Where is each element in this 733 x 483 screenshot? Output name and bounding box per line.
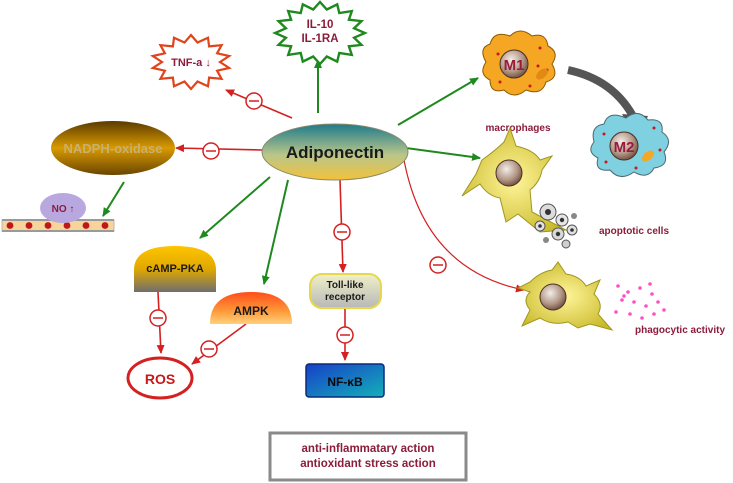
arrow-to-camp	[199, 176, 271, 239]
toll-like-receptor-node	[309, 273, 382, 309]
endothelium	[1, 219, 115, 232]
nfkb-label: NF-κB	[327, 375, 363, 389]
particle-dot	[628, 312, 632, 316]
il-starburst	[272, 0, 368, 66]
il1ra-label: IL-1RA	[301, 33, 338, 45]
m2-dots	[602, 126, 662, 170]
toll-label-1: Toll-like	[326, 280, 363, 291]
particle-dot	[640, 316, 644, 320]
m1-nucleus	[499, 49, 529, 79]
nadph-oxidase-node	[51, 121, 175, 175]
apoptotic-cells-cluster	[534, 203, 578, 249]
particle-dot	[662, 308, 666, 312]
particle-dot	[648, 282, 652, 286]
minus-badges	[149, 92, 447, 358]
summary-line-2: antioxidant stress action	[300, 458, 435, 470]
camp-pka-node	[134, 246, 216, 292]
tnf-label: TNF-a ↓	[171, 57, 211, 69]
particle-dot	[620, 298, 624, 302]
particle-dot	[638, 286, 642, 290]
adiponectin-node	[261, 123, 409, 181]
apoptotic-cells-label: apoptotic cells	[599, 226, 669, 237]
arrow-to-ampk	[261, 179, 289, 285]
nfkb-node	[305, 363, 385, 398]
particle-dot	[614, 310, 618, 314]
inhibit-phagocytic	[403, 159, 525, 293]
particle-dot	[656, 300, 660, 304]
arrow-nadph-to-no	[102, 181, 125, 217]
m1-organelle	[536, 68, 548, 80]
toll-label-2: receptor	[325, 292, 365, 303]
m1-to-m2-arrow	[567, 66, 639, 122]
inhibit-ampk-ros	[191, 323, 247, 365]
nadph-label: NADPH-oxidase	[64, 141, 163, 156]
no-label: NO ↑	[52, 204, 75, 215]
particle-dot	[622, 294, 626, 298]
adiponectin-label: Adiponectin	[286, 143, 384, 162]
m2-nucleus	[609, 131, 639, 161]
il10-label: IL-10	[307, 19, 334, 31]
particle-dot	[626, 290, 630, 294]
phagocyte2-nucleus	[539, 283, 567, 311]
m2-organelle	[642, 150, 654, 162]
camp-label: cAMP-PKA	[146, 263, 204, 275]
no-node	[40, 193, 86, 223]
ampk-node	[210, 292, 292, 324]
particle-dot	[650, 292, 654, 296]
particle-dot	[652, 312, 656, 316]
m2-label: M2	[614, 139, 635, 156]
m1-label: M1	[504, 57, 525, 74]
tnf-starburst	[150, 33, 232, 91]
ros-node	[126, 356, 194, 400]
arrow-to-macrophages	[397, 77, 479, 126]
summary-box	[268, 431, 468, 482]
particle-dot	[632, 300, 636, 304]
ampk-label: AMPK	[233, 304, 269, 318]
arrow-to-apoptotic	[405, 147, 481, 161]
macrophages-label: macrophages	[485, 123, 550, 134]
particle-dot	[644, 304, 648, 308]
phagocyte-nucleus	[495, 159, 523, 187]
summary-line-1: anti-inflammatary action	[302, 443, 435, 455]
particle-dot	[616, 284, 620, 288]
phagocytic-particles	[614, 282, 666, 320]
ros-label: ROS	[145, 371, 175, 387]
phagocytic-label: phagocytic activity	[635, 325, 725, 336]
